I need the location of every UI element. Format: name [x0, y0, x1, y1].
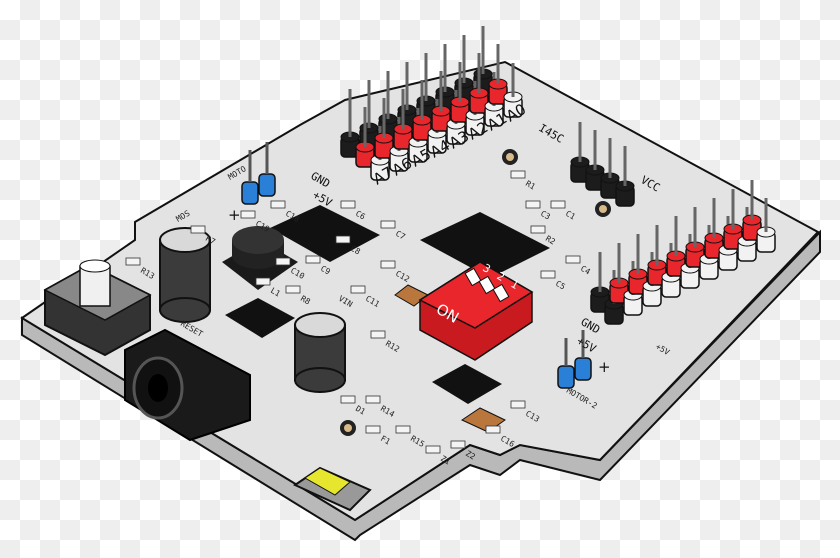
i2c-pin-header [570, 122, 635, 207]
component-r2: R2 [530, 225, 557, 247]
header-pin[interactable] [570, 122, 590, 183]
header-pin[interactable] [742, 180, 762, 241]
reset-button[interactable] [43, 259, 152, 357]
component-z2: Z2 [450, 440, 477, 462]
component-d1: D1 [340, 395, 367, 417]
svg-text:C4: C4 [579, 264, 592, 277]
header-pin[interactable] [600, 138, 620, 199]
svg-text:C1: C1 [564, 209, 577, 222]
header-pin[interactable] [355, 107, 375, 168]
component-r7: R7 [190, 225, 217, 247]
analog-pin-header [340, 26, 523, 181]
header-pin[interactable] [680, 234, 700, 289]
svg-text:R8: R8 [299, 294, 312, 307]
digital-pin-header [590, 180, 776, 325]
svg-text:F1: F1 [379, 434, 392, 447]
svg-text:C3: C3 [539, 209, 552, 222]
component-f1: F1 [365, 425, 392, 447]
svg-text:R1: R1 [524, 179, 537, 192]
svg-text:C9: C9 [319, 264, 332, 277]
mosfet-ic [225, 298, 295, 338]
usb-chip-ic [432, 364, 502, 404]
component-c1: C1 [550, 200, 577, 222]
header-pin[interactable] [431, 71, 451, 132]
svg-text:L1: L1 [269, 286, 282, 299]
header-pin[interactable] [756, 198, 776, 253]
component-r8: R8 [285, 285, 312, 307]
microcontroller-ic [420, 212, 550, 278]
header-pin[interactable] [488, 44, 508, 105]
svg-text:D1: D1 [354, 404, 367, 417]
header-pin[interactable] [450, 62, 470, 123]
svg-text:C5: C5 [554, 279, 567, 292]
motor-1-plus: + [228, 206, 241, 224]
dc-power-jack [124, 328, 251, 442]
motor-2-jumper[interactable] [557, 330, 592, 389]
electrolytic-capacitor-2 [294, 312, 346, 393]
driver-chip-ic [270, 205, 380, 262]
header-pin[interactable] [503, 63, 523, 118]
component-c4: C4 [565, 255, 592, 277]
component-c7: C7 [380, 220, 407, 242]
component-c6: C6 [340, 200, 367, 222]
svg-text:C8: C8 [349, 244, 362, 257]
electrolytic-capacitor-1 [159, 227, 211, 323]
header-pin[interactable] [699, 225, 719, 280]
svg-text:R2: R2 [544, 234, 557, 247]
component-z1: Z1 [425, 445, 452, 467]
component-r1: R1 [510, 170, 537, 192]
component-c8: C8 [335, 235, 362, 257]
svg-text:C6: C6 [354, 209, 367, 222]
dip-switch[interactable] [418, 261, 534, 361]
component-c3: C3 [525, 200, 552, 222]
svg-text:C7: C7 [394, 229, 407, 242]
header-pin[interactable] [585, 130, 605, 191]
header-pin[interactable] [615, 146, 635, 207]
svg-text:Z2: Z2 [464, 449, 477, 462]
svg-text:Z1: Z1 [439, 454, 452, 467]
header-pin[interactable] [412, 80, 432, 141]
component-c5: C5 [540, 270, 567, 292]
component-c9: C9 [305, 255, 332, 277]
motor-2-plus: + [598, 358, 611, 376]
svg-text:R7: R7 [204, 234, 217, 247]
usb-connector [292, 466, 372, 512]
motor-1-jumper[interactable] [241, 142, 276, 205]
header-pin[interactable] [374, 98, 394, 159]
component-l1: L1 [255, 277, 282, 299]
header-pin[interactable] [393, 89, 413, 150]
header-pin[interactable] [704, 198, 724, 259]
